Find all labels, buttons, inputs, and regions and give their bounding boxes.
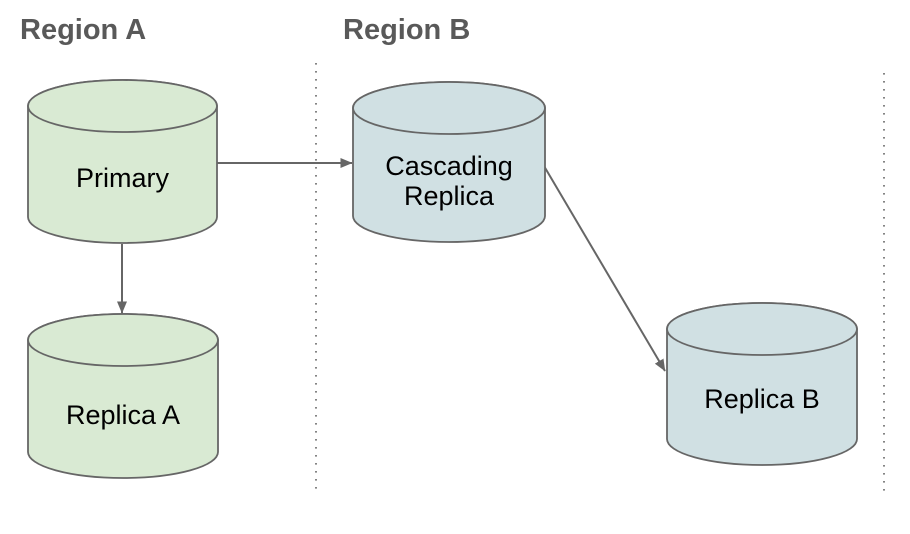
node-replica-a: Replica A	[27, 313, 219, 479]
primary-cylinder-top	[27, 79, 218, 133]
cascading-replica-label-line2: Replica	[404, 181, 495, 211]
node-cascading-replica: Cascading Replica	[352, 81, 546, 243]
region-a-heading: Region A	[20, 14, 146, 46]
node-replica-b: Replica B	[666, 302, 858, 466]
replica-b-cylinder-top	[666, 302, 858, 356]
node-primary: Primary	[27, 79, 218, 244]
cascading-replica-cylinder-top	[352, 81, 546, 135]
primary-label: Primary	[76, 163, 169, 193]
replica-b-label: Replica B	[704, 384, 820, 414]
edge-cascading-replica-to-replica-b	[543, 165, 666, 372]
replica-a-label: Replica A	[66, 400, 180, 430]
replica-a-cylinder-top	[27, 313, 219, 367]
cascading-replica-label-line1: Cascading	[385, 151, 513, 181]
region-b-heading: Region B	[343, 14, 470, 46]
